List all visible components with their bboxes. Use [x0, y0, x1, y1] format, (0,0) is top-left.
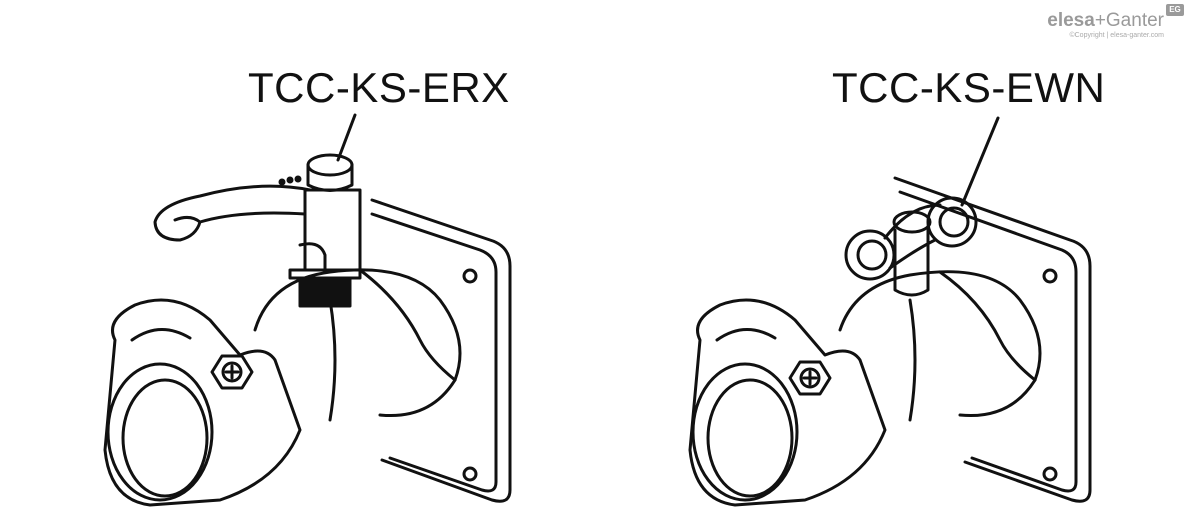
- clamp-erx-drawing: [105, 115, 510, 505]
- plate-hole-ewn-bottom: [1044, 468, 1056, 480]
- ball-body-erx: [255, 270, 460, 416]
- plate-hole-ewn-top: [1044, 270, 1056, 282]
- plate-hole-erx-bottom: [464, 468, 476, 480]
- wing-knob-ewn: [846, 198, 976, 295]
- brand-name-a: elesa: [1047, 10, 1095, 31]
- tube-collar-ewn: [690, 300, 885, 505]
- brand-wordmark: elesa+Ganter: [1047, 10, 1164, 32]
- threaded-stem-erx: [300, 278, 350, 306]
- clamp-screw-ewn: [790, 362, 830, 394]
- ball-body-ewn: [840, 272, 1040, 416]
- wall-plate-erx: [372, 200, 510, 501]
- clamp-ewn-drawing: [690, 118, 1090, 505]
- part-label-ewn: TCC-KS-EWN: [832, 64, 1106, 111]
- brand-badge: EG: [1166, 4, 1184, 16]
- brand-copyright: ©Copyright | elesa-ganter.com: [1069, 32, 1164, 39]
- tube-collar-erx: [105, 300, 300, 505]
- leader-line-ewn: [962, 118, 998, 205]
- tube-opening-erx: [108, 364, 212, 500]
- lever-handle-erx: [155, 186, 310, 240]
- part-label-erx: TCC-KS-ERX: [248, 64, 510, 111]
- clamp-screw-erx: [212, 356, 252, 388]
- leader-line-erx: [338, 115, 355, 160]
- brand-name-b: +Ganter: [1094, 10, 1164, 31]
- wall-plate-ewn: [895, 178, 1090, 501]
- tube-opening-ewn: [693, 364, 797, 500]
- plate-hole-erx-top: [464, 270, 476, 282]
- lever-top-pin-erx: [308, 155, 352, 175]
- brand-logo: elesa+Ganter EG ©Copyright | elesa-gante…: [1016, 2, 1186, 42]
